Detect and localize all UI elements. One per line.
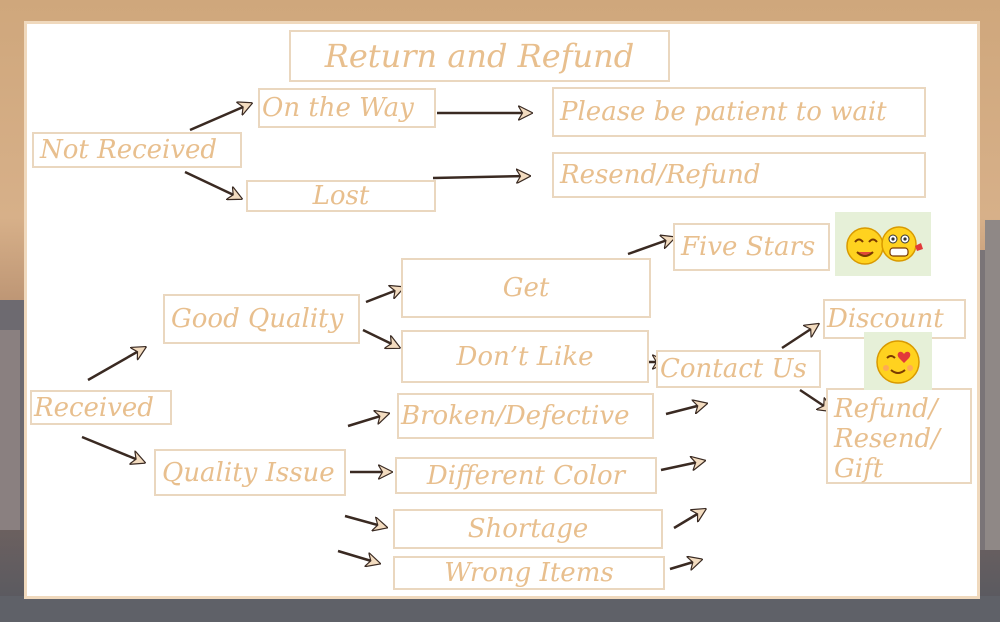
node-five-stars: Five Stars	[673, 223, 830, 271]
node-not-received: Not Received	[32, 132, 242, 168]
laughing-kissing-faces-icon	[835, 212, 931, 276]
node-refund-resend-gift: Refund/ Resend/ Gift	[826, 388, 972, 484]
node-dont-like: Don’t Like	[401, 330, 649, 383]
node-get: Get	[401, 258, 651, 318]
heart-face-icon	[864, 332, 932, 390]
node-contact-us: Contact Us	[656, 350, 821, 388]
title-box: Return and Refund	[289, 30, 670, 82]
node-quality-issue: Quality Issue	[154, 449, 346, 496]
node-received: Received	[30, 390, 172, 425]
node-on-the-way: On the Way	[258, 88, 436, 128]
node-broken-defective: Broken/Defective	[397, 393, 654, 439]
node-lost: Lost	[246, 180, 436, 212]
node-shortage: Shortage	[393, 509, 663, 549]
node-different-color: Different Color	[395, 457, 657, 494]
node-resend-refund: Resend/Refund	[552, 152, 926, 198]
node-wrong-items: Wrong Items	[393, 556, 665, 590]
node-please-wait: Please be patient to wait	[552, 87, 926, 137]
node-good-quality: Good Quality	[163, 294, 360, 344]
